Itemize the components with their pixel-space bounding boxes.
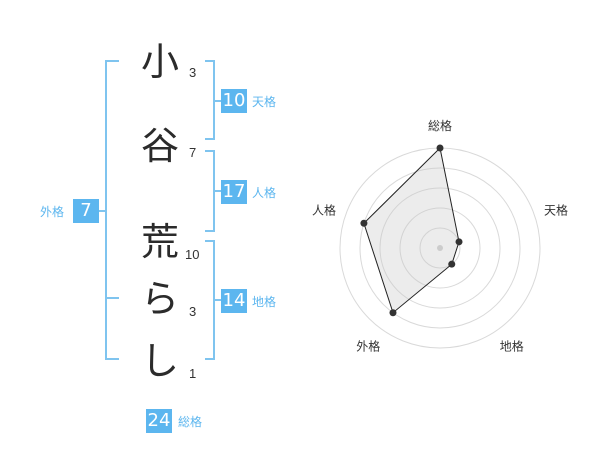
soukaku-score: 24 [146,409,172,433]
jinkaku-connector [214,190,222,192]
radar-point-4 [389,309,397,317]
radar-ring-3 [379,187,501,309]
stroke-count-4: 3 [189,304,197,319]
radar-axis-label-4: 外格 [356,339,380,354]
name-char-2: 谷 [141,124,180,168]
chikaku-label: 地格 [252,295,277,309]
stroke-count-3: 10 [185,247,200,262]
radar-series [360,144,463,317]
stroke-count-5: 1 [189,366,197,381]
radar-area [363,146,460,314]
radar-axis-label-5: 人格 [312,202,336,217]
gaikaku-connector [98,210,106,212]
soukaku-label: 総格 [178,415,203,429]
radar-axis-label-3: 地格 [500,339,524,354]
radar-axis-label-1: 総格 [428,118,452,133]
radar-point-5 [360,219,368,227]
tenkaku-connector [214,100,222,102]
gaikaku-bracket [105,60,119,360]
radar-point-3 [448,260,456,268]
chikaku-score: 14 [221,289,247,313]
name-char-3: 荒 [141,220,180,264]
gaikaku-label: 外格 [40,205,65,219]
name-char-4: ら [141,277,180,321]
radar-ring-1 [419,227,461,269]
gaikaku-bracket-tick [105,297,119,299]
name-char-1: 小 [141,40,180,84]
chikaku-connector [214,299,222,301]
radar-ring-4 [359,167,521,329]
radar-center [437,245,443,251]
radar-axis-label-2: 天格 [544,202,568,217]
radar-point-1 [436,144,444,152]
tenkaku-label: 天格 [252,95,277,109]
radar-rings [339,147,541,349]
stroke-count-1: 3 [189,65,197,80]
jinkaku-label: 人格 [252,186,277,200]
radar-ring-2 [399,207,481,289]
gaikaku-score: 7 [73,199,99,223]
radar-point-2 [455,238,463,246]
jinkaku-score: 17 [221,180,247,204]
name-char-5: し [141,339,180,383]
tenkaku-score: 10 [221,89,247,113]
stroke-count-2: 7 [189,145,197,160]
